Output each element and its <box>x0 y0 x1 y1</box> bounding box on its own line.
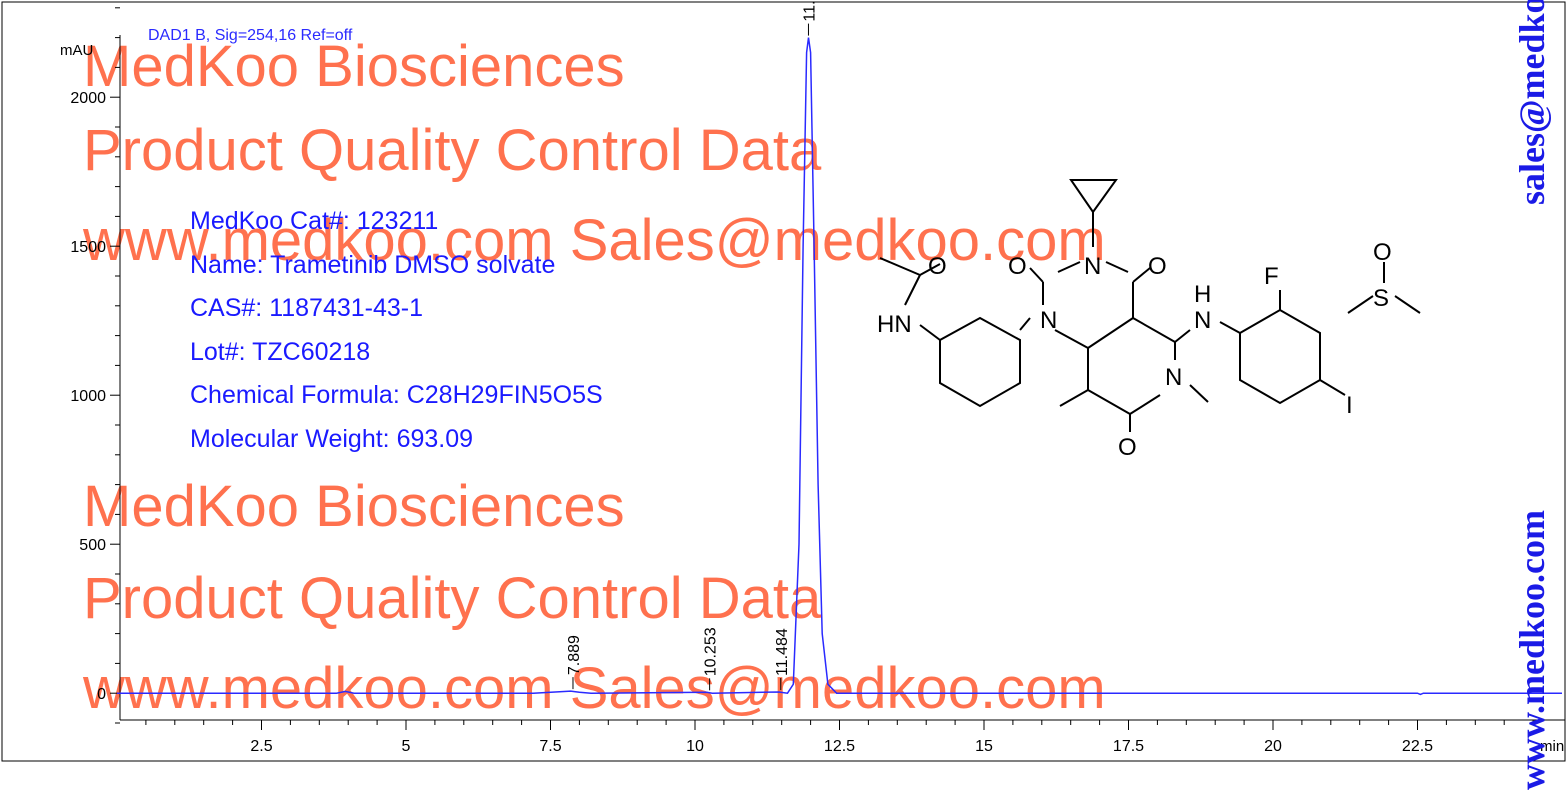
peak-label: 11.963 <box>801 0 818 22</box>
x-tick-label: 10 <box>686 738 704 755</box>
structure-bond <box>1105 261 1129 273</box>
atom-label: HN <box>877 311 912 338</box>
product-mw: Molecular Weight: 693.09 <box>190 424 474 453</box>
chromatogram-trace <box>117 37 1562 696</box>
atom-label: F <box>1264 263 1279 290</box>
structure-bond <box>1057 261 1081 273</box>
atom-label: O <box>1373 239 1392 266</box>
atom-label: S <box>1373 285 1389 312</box>
y-axis-label: mAU <box>60 42 93 59</box>
y-tick-label: 1500 <box>70 239 106 256</box>
structure-bond <box>1174 329 1191 343</box>
structure-bond <box>904 274 921 306</box>
structure-bond <box>1219 321 1241 334</box>
chart-svg: 2.5 5 7.5 10 12.5 15 17.5 20 22.5 0 500 1000 1500 200… <box>1 0 1566 762</box>
x-tick-label: 7.5 <box>539 738 561 755</box>
atom-label: N <box>1040 307 1057 334</box>
structure-bond <box>919 263 941 276</box>
side-email: sales@medkoo.com <box>1512 0 1552 205</box>
x-tick-label: 12.5 <box>824 738 855 755</box>
structure-bond <box>1347 295 1374 314</box>
atom-label: N <box>1194 307 1211 334</box>
atom-label: I <box>1346 392 1353 419</box>
chart-title: DAD1 B, Sig=254,16 Ref=off <box>148 27 353 44</box>
structure-bond <box>1394 295 1421 314</box>
peak-label: 11.484 <box>774 628 791 676</box>
x-tick-label: 22.5 <box>1402 738 1433 755</box>
structure-bond <box>1189 384 1209 403</box>
structure-bond <box>1029 267 1044 283</box>
product-cat: MedKoo Cat#: 123211 <box>190 207 439 235</box>
structure-atoms: O O N O HN N H N F O S N I O <box>877 239 1392 461</box>
figure-border <box>1 1 1566 762</box>
product-name: Name: Trametinib DMSO solvate <box>190 250 556 279</box>
atom-label: O <box>1008 253 1027 280</box>
structure-bond <box>1059 389 1089 407</box>
atom-label: O <box>1118 434 1137 461</box>
structure-bond <box>1069 179 1118 214</box>
atom-label: O <box>1148 253 1167 280</box>
product-info: MedKoo Cat#: 123211 Name: Trametinib DMS… <box>190 200 603 461</box>
peak-label: 7.889 <box>566 635 583 675</box>
x-tick-label: 17.5 <box>1113 738 1144 755</box>
x-tick-label: 5 <box>402 738 411 755</box>
structure-ring <box>939 316 1021 408</box>
y-tick-label: 2000 <box>70 90 106 107</box>
x-tick-label: 20 <box>1264 738 1282 755</box>
product-formula: Chemical Formula: C28H29FIN5O5S <box>190 381 603 409</box>
atom-label: N <box>1084 253 1101 280</box>
structure-bond <box>1087 389 1131 415</box>
y-tick-label: 500 <box>79 537 106 554</box>
structure-bond <box>919 324 941 341</box>
atom-label: N <box>1165 364 1182 391</box>
atom-label: H <box>1194 281 1211 308</box>
chemical-structure <box>879 179 1421 432</box>
side-website: www.medkoo.com <box>1512 510 1552 790</box>
structure-bond <box>1319 379 1346 396</box>
structure-bond <box>1129 394 1161 415</box>
product-lot: Lot#: TZC60218 <box>190 337 371 366</box>
y-tick-label: 0 <box>97 686 106 703</box>
peak-label: 10.253 <box>703 627 720 676</box>
structure-bond <box>1019 317 1031 331</box>
structure-bond <box>1054 329 1089 349</box>
structure-bond <box>879 257 921 276</box>
x-tick-label: 15 <box>975 738 993 755</box>
structure-bond <box>1132 317 1176 343</box>
structure-ring <box>1239 308 1321 405</box>
atom-label: O <box>928 253 947 280</box>
x-axis-label: min <box>1540 738 1564 755</box>
y-tick-label: 1000 <box>70 388 106 405</box>
product-cas: CAS#: 1187431-43-1 <box>190 294 424 322</box>
structure-bond <box>1132 267 1151 283</box>
x-tick-label: 2.5 <box>250 738 272 755</box>
structure-bond <box>1087 317 1134 349</box>
